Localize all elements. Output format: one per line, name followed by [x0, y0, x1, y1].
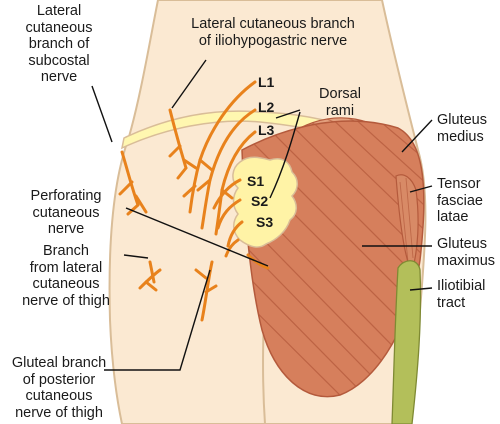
- cutaneous-nerves: [118, 80, 270, 322]
- label-dorsal-rami: Dorsal rami: [319, 86, 361, 119]
- label-gluteus-maximus: Gluteus maximus: [437, 236, 496, 269]
- segment-label-l1: L1: [258, 74, 275, 90]
- label-gluteus-medius: Gluteus medius: [437, 112, 487, 145]
- label-gluteal-branch-posterior-cutaneous: Gluteal branch of posterior cutaneous ne…: [11, 355, 107, 421]
- label-branch-lateral-cutaneous-thigh: Branch from lateral cutaneous nerve of t…: [22, 243, 110, 309]
- label-perforating-cutaneous-nerve: Perforating cutaneous nerve: [30, 188, 102, 237]
- label-tensor-fasciae-latae: Tensor fasciae latae: [437, 176, 483, 225]
- label-iliotibial-tract: Iliotibial tract: [437, 278, 486, 311]
- leader-lines: [91, 59, 433, 371]
- segment-label-l3: L3: [258, 122, 275, 138]
- segment-label-s3: S3: [256, 214, 274, 230]
- segment-label-s2: S2: [251, 193, 269, 209]
- iliotibial-tract: [391, 260, 422, 424]
- label-lateral-cutaneous-iliohypogastric: Lateral cutaneous branch of iliohypogast…: [191, 16, 355, 49]
- segment-label-l2: L2: [258, 99, 275, 115]
- label-lateral-cutaneous-subcostal: Lateral cutaneous branch of subcostal ne…: [25, 3, 93, 85]
- segment-label-s1: S1: [247, 173, 265, 189]
